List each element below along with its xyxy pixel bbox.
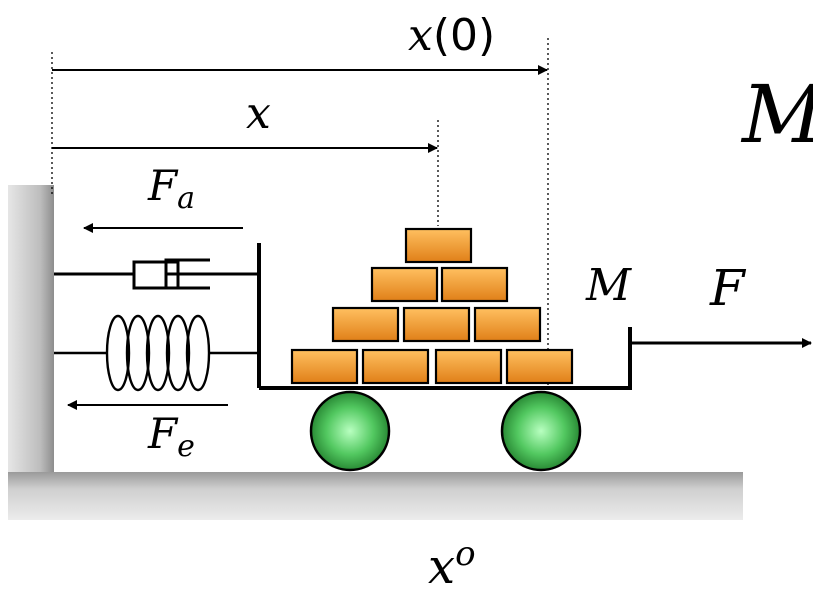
damper [54, 258, 258, 290]
origin-label: xo [428, 534, 476, 591]
x0-argument: (0) [433, 10, 495, 61]
fa-subscript: a [177, 181, 195, 216]
mass-label: M [585, 260, 632, 311]
fa-symbol: F [147, 161, 179, 210]
brick [361, 348, 430, 385]
brick [440, 266, 509, 303]
brick [331, 306, 400, 343]
origin-superscript: o [455, 534, 475, 574]
right-wheel [500, 390, 582, 472]
ground [8, 472, 743, 520]
spring [54, 314, 258, 392]
fe-subscript: e [177, 429, 195, 464]
brick [434, 348, 503, 385]
mass-label-large: M [740, 68, 813, 161]
force-label: F [709, 259, 747, 317]
fe-label: Fe [147, 409, 195, 464]
brick [402, 306, 471, 343]
brick [404, 227, 473, 264]
x0-label: x(0) [408, 10, 495, 61]
brick [370, 266, 439, 303]
origin-symbol: x [428, 539, 455, 591]
brick-pile [290, 227, 574, 385]
left-wheel [309, 390, 391, 472]
brick [505, 348, 574, 385]
fa-label: Fa [147, 161, 195, 216]
x0-variable: x [408, 10, 433, 61]
brick [473, 306, 542, 343]
cart [257, 243, 632, 390]
x-label: x [246, 88, 271, 139]
wall [8, 185, 54, 472]
fe-symbol: F [147, 409, 179, 458]
brick [290, 348, 359, 385]
